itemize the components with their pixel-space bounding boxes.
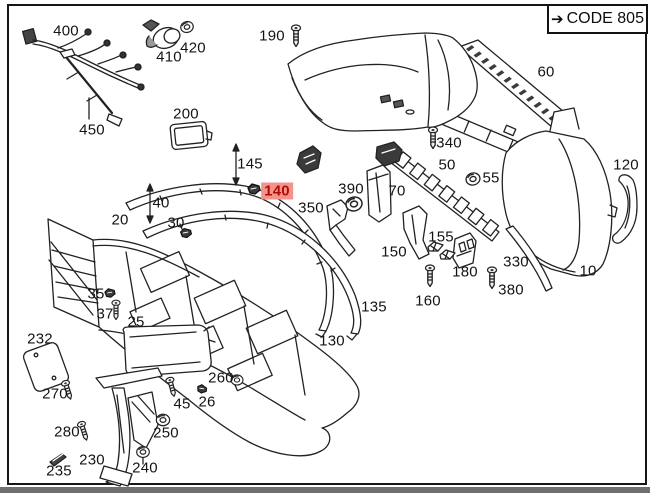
part-label-70[interactable]: 70 [388,182,406,200]
part-label-155[interactable]: 155 [428,228,454,246]
part-shape-sensor-wire-450 [59,48,123,127]
part-shape-trim-strip-130 [125,183,335,338]
part-label-250[interactable]: 250 [153,424,179,442]
part-label-37[interactable]: 37 [96,305,114,323]
part-shape-bracket-150 [402,205,430,260]
part-label-350[interactable]: 350 [298,199,324,217]
grommet-icon-240 [136,446,150,465]
part-shape-impact-absorber-50 [389,151,500,242]
part-label-280[interactable]: 280 [54,423,80,441]
part-label-50[interactable]: 50 [438,156,456,174]
part-shape-bumper-corner-10 [501,107,618,277]
part-shape-trim-strip-135 [142,210,362,341]
part-shape-bracket-180 [452,232,477,269]
part-shape-underpanel-25 [122,324,216,377]
part-label-390[interactable]: 390 [338,180,364,198]
part-label-200[interactable]: 200 [173,105,199,123]
strip-icon-235 [49,453,67,467]
arrow-145 [232,143,240,186]
screw-icon-190 [290,24,302,48]
part-shape-bracket-120 [611,174,638,244]
part-shape-grommet-420 [178,19,196,35]
part-label-270[interactable]: 270 [42,385,68,403]
grommet-icon-55 [464,170,482,188]
part-label-420[interactable]: 420 [180,39,206,57]
part-label-230[interactable]: 230 [79,451,105,469]
part-label-190[interactable]: 190 [259,27,285,45]
part-label-55[interactable]: 55 [482,169,500,187]
part-label-330[interactable]: 330 [503,253,529,271]
code-callout: ➔ CODE 805 [547,4,648,34]
window-edge-shadow [0,487,650,493]
part-label-40[interactable]: 40 [152,194,170,212]
part-label-145[interactable]: 145 [237,155,263,173]
part-label-340[interactable]: 340 [436,134,462,152]
part-label-380[interactable]: 380 [498,281,524,299]
part-label-400[interactable]: 400 [53,22,79,40]
part-label-30[interactable]: 30 [167,214,185,232]
part-label-235[interactable]: 235 [46,462,72,480]
part-label-140[interactable]: 140 [261,182,293,200]
part-label-35[interactable]: 35 [87,285,105,303]
part-shape-wiring-harness-400 [21,28,145,91]
part-shape-bumper-cover-upper [287,32,478,132]
part-label-232[interactable]: 232 [27,330,53,348]
part-label-20[interactable]: 20 [111,211,129,229]
part-label-60[interactable]: 60 [537,63,555,81]
part-label-130[interactable]: 130 [319,332,345,350]
screw-icon-160 [424,264,436,288]
part-label-180[interactable]: 180 [452,263,478,281]
code-label: CODE 805 [566,10,644,27]
part-label-160[interactable]: 160 [415,292,441,310]
part-shape-bracket-70 [366,141,403,223]
part-shape-plate-232 [22,342,70,392]
part-label-45[interactable]: 45 [173,395,191,413]
code-arrow-icon: ➔ [551,10,564,28]
part-label-25[interactable]: 25 [127,313,145,331]
part-shape-park-sensor-410 [142,19,181,50]
part-label-410[interactable]: 410 [156,48,182,66]
part-shape-mount-bracket-230 [95,367,163,487]
part-shape-trim-strip-330 [505,225,553,292]
part-label-150[interactable]: 150 [381,243,407,261]
screw-icon-380 [486,266,498,290]
part-label-10[interactable]: 10 [579,262,597,280]
arrow-40 [146,183,154,224]
part-label-450[interactable]: 450 [79,121,105,139]
part-label-26[interactable]: 26 [198,393,216,411]
part-label-260[interactable]: 260 [208,369,234,387]
part-label-135[interactable]: 135 [361,298,387,316]
part-label-120[interactable]: 120 [613,156,639,174]
part-shape-control-module-200 [169,120,213,151]
part-label-240[interactable]: 240 [132,459,158,477]
part-shape-clip-155 [427,241,456,260]
part-shape-bracket-tow-cover [296,145,322,174]
